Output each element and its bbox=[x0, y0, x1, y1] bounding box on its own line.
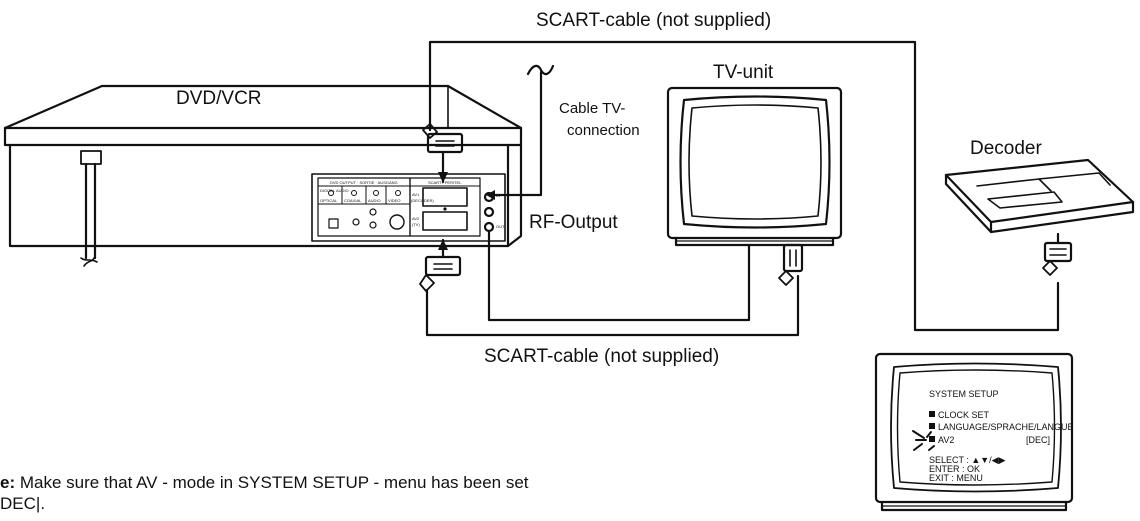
dvd-vcr-label: DVD/VCR bbox=[176, 88, 262, 109]
panel-out: OUT bbox=[496, 224, 505, 229]
scart-plug-tv bbox=[778, 243, 804, 286]
panel-audio: AUDIO bbox=[368, 198, 381, 203]
menu-av2-value: [DEC] bbox=[1026, 435, 1051, 445]
scart-cable-top-label: SCART-cable (not supplied) bbox=[536, 10, 772, 31]
menu-bullet-language bbox=[929, 423, 935, 429]
cable-tv-label-line1: Cable TV- bbox=[559, 100, 626, 117]
scart-cable-bottom-label: SCART-cable (not supplied) bbox=[484, 346, 720, 367]
cable-tv-label-line2: connection bbox=[567, 122, 640, 139]
panel-scart-header: SCART / PERITEL bbox=[428, 180, 462, 185]
menu-bullet-clock bbox=[929, 411, 935, 417]
menu-select-hint: SELECT : ▲▼/◀▶ bbox=[929, 455, 1006, 465]
signal-arrows bbox=[438, 172, 495, 250]
panel-optical: OPTICAL bbox=[320, 198, 338, 203]
panel-digital-audio: DIGITAL AUDIO bbox=[320, 188, 349, 193]
panel-coaxial: COAXIAL bbox=[344, 198, 362, 203]
decoder-unit bbox=[944, 158, 1135, 234]
note-line2: DEC bbox=[0, 494, 36, 513]
note-line2-end: |. bbox=[35, 494, 46, 513]
menu-item-av2: AV2 bbox=[938, 435, 955, 445]
decoder-label: Decoder bbox=[970, 138, 1042, 159]
rf-output-label: RF-Output bbox=[529, 212, 618, 233]
menu-item-language: LANGUAGE/SPRACHE/LANGUE bbox=[938, 422, 1074, 432]
scart-plug-top-dvd bbox=[422, 123, 464, 154]
tv-unit-label: TV-unit bbox=[713, 62, 774, 83]
menu-bullet-av2 bbox=[929, 436, 935, 442]
menu-title: SYSTEM SETUP bbox=[929, 389, 999, 399]
note-prefix: e: bbox=[0, 473, 16, 492]
menu-enter-hint: ENTER : OK bbox=[929, 464, 981, 474]
scart-plug-decoder bbox=[1042, 232, 1073, 276]
menu-item-clock-set: CLOCK SET bbox=[938, 410, 990, 420]
panel-video: VIDEO bbox=[388, 198, 401, 203]
arrow-out-av2 bbox=[438, 239, 448, 250]
cable-tv-line bbox=[493, 64, 555, 197]
menu-tv bbox=[874, 352, 1074, 512]
note-text: e: Make sure that AV - mode in SYSTEM SE… bbox=[0, 472, 529, 514]
tv-unit bbox=[666, 86, 843, 247]
menu-exit-hint: EXIT : MENU bbox=[929, 473, 983, 483]
panel-av2-sub: (TV) bbox=[412, 222, 420, 227]
panel-av1: AV1 bbox=[412, 192, 420, 197]
panel-av2: AV2 bbox=[412, 216, 420, 221]
arrow-rf-in bbox=[486, 190, 495, 200]
panel-av1-sub: (DECODER) bbox=[411, 198, 434, 203]
panel-dvd-output-header: DVD OUTPUT · SORTIE · AUSGANG bbox=[330, 180, 398, 185]
note-body: Make sure that AV - mode in SYSTEM SETUP… bbox=[15, 473, 529, 492]
dvd-vcr-unit bbox=[3, 84, 523, 267]
cables bbox=[425, 40, 1060, 337]
panel-in: IN bbox=[496, 193, 500, 198]
scart-plug-bottom-dvd bbox=[419, 255, 462, 292]
arrow-into-av1 bbox=[438, 172, 448, 183]
